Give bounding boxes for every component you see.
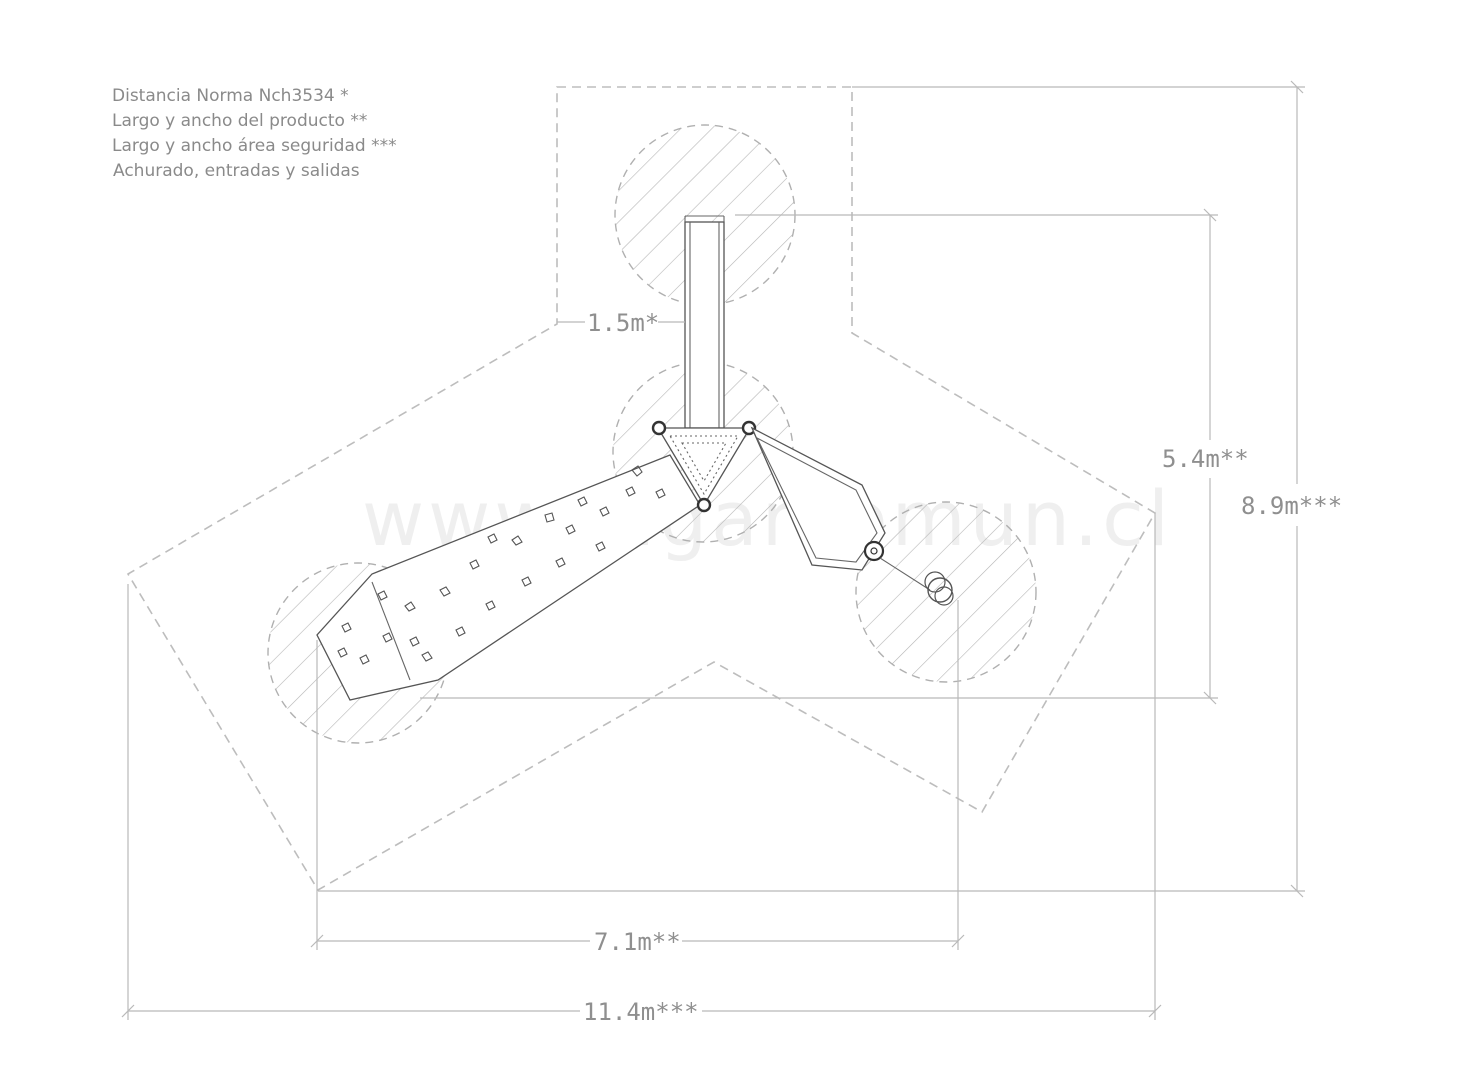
legend-safety-area: Largo y ancho área seguridad *** xyxy=(112,136,397,156)
climbing-wall xyxy=(316,454,701,701)
legend-standard-distance: Distancia Norma Nch3534 * xyxy=(112,86,349,106)
dimension-label-safety-width: 11.4m*** xyxy=(583,998,699,1026)
dimension-label-standard-distance: 1.5m* xyxy=(587,309,659,337)
dimension-label-product-width: 7.1m** xyxy=(594,928,681,956)
dimension-lines xyxy=(121,80,1305,1020)
hatched-zone-rope xyxy=(855,501,1037,683)
legend: Distancia Norma Nch3534 * Largo y ancho … xyxy=(112,86,397,181)
dimension-label-safety-depth: 8.9m*** xyxy=(1241,492,1342,520)
ladder xyxy=(684,215,725,429)
legend-product-size: Largo y ancho del producto ** xyxy=(112,111,367,131)
climbing-holds xyxy=(337,465,666,665)
legend-hatching: Achurado, entradas y salidas xyxy=(113,161,360,181)
platform xyxy=(651,420,757,513)
rope-arm xyxy=(750,426,954,606)
dimension-label-product-depth: 5.4m** xyxy=(1162,445,1249,473)
